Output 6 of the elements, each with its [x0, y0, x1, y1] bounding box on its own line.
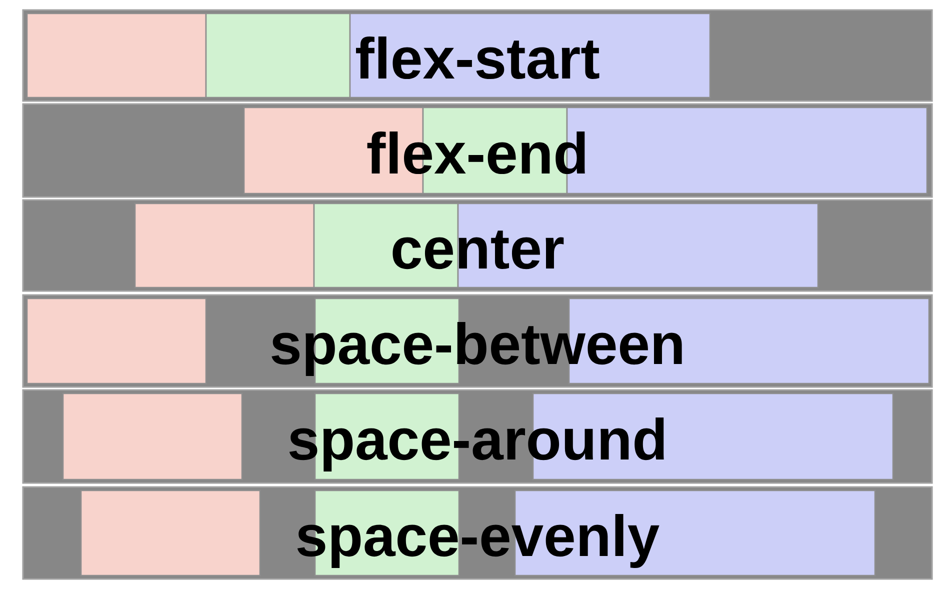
row-panel: space-around — [22, 389, 933, 484]
row-panel: flex-end — [22, 103, 933, 198]
row-panel: center — [22, 199, 933, 292]
row-panel: space-between — [22, 294, 933, 388]
row-panel: space-evenly — [22, 486, 933, 580]
row-panel: flex-start — [22, 9, 933, 102]
